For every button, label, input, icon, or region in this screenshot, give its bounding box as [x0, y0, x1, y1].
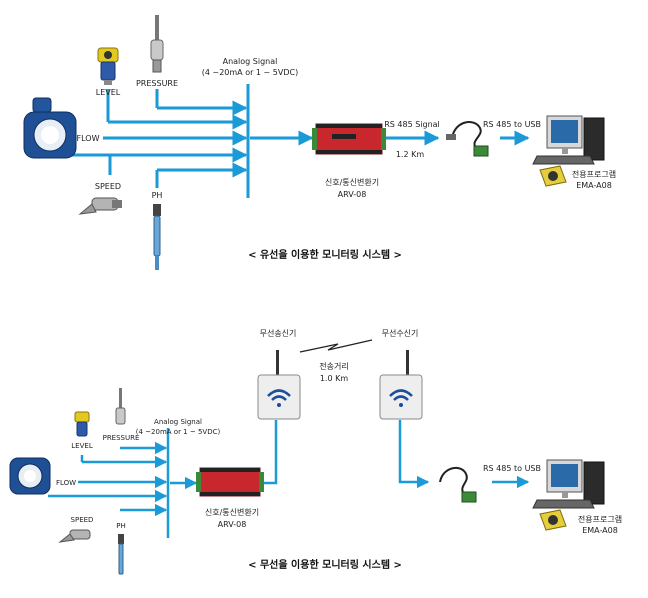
wireless-link-icon: [299, 339, 373, 353]
pressure-label: PRESSURE: [103, 434, 140, 442]
level-label: LEVEL: [71, 442, 93, 450]
transmission-distance-value: 1.0 Km: [320, 374, 349, 383]
transmitter-label: 무선송신기: [260, 329, 297, 338]
program-cd-icon: [539, 509, 567, 531]
pressure-label: PRESSURE: [136, 79, 178, 88]
flow-label: FLOW: [56, 479, 76, 487]
ph-label: PH: [152, 191, 163, 200]
speed-label: SPEED: [95, 182, 121, 191]
converter-model: ARV-08: [218, 520, 247, 529]
computer-icon: [532, 115, 605, 165]
ph-sensor-icon: [118, 534, 124, 575]
level-sensor-icon: [97, 47, 119, 85]
analog-signal-label: Analog Signal: [154, 418, 202, 426]
distance-label: 1.2 Km: [396, 150, 425, 159]
speed-sensor-icon: [78, 197, 122, 215]
receiver-label: 무선수신기: [382, 329, 419, 338]
program-name: 전용프로그램: [572, 169, 616, 179]
wireless-transmitter-icon: [257, 350, 301, 420]
converter-arv08-icon: [196, 467, 264, 497]
wireless-system: LEVEL PRESSURE FLOW SPEED PH Analog Sign…: [9, 329, 622, 575]
wireless-system-caption: < 무선을 이용한 모니터링 시스템 >: [248, 558, 402, 571]
pressure-sensor-icon: [150, 15, 164, 73]
flow-meter-icon: [9, 457, 51, 495]
flow-meter-icon: [23, 97, 77, 159]
wireless-receiver-icon: [379, 350, 423, 420]
level-label: LEVEL: [96, 88, 121, 97]
wireless-signal-lines: [48, 420, 530, 538]
program-model: EMA-A08: [576, 181, 612, 190]
usb-cable-icon: [446, 121, 489, 157]
rs485-signal-label: RS 485 Signal: [384, 120, 440, 129]
rs485-to-usb-label: RS 485 to USB: [483, 464, 541, 473]
wired-system-caption: < 유선을 이용한 모니터링 시스템 >: [248, 248, 402, 261]
usb-cable-icon: [439, 466, 477, 503]
level-sensor-icon: [74, 411, 90, 437]
converter-name: 신호/통신변환기: [205, 507, 259, 517]
transmission-distance-label: 전송거리: [319, 361, 348, 371]
analog-signal-range: (4 ~20mA or 1 ~ 5VDC): [136, 428, 221, 436]
pressure-sensor-icon: [115, 388, 126, 425]
converter-name: 신호/통신변환기: [325, 177, 379, 187]
wired-signal-lines: [60, 84, 530, 198]
flow-label: FLOW: [77, 134, 100, 143]
program-cd-icon: [539, 165, 567, 187]
ph-sensor-icon: [153, 204, 161, 270]
analog-signal-range: (4 ~20mA or 1 ~ 5VDC): [202, 68, 298, 77]
converter-model: ARV-08: [338, 190, 367, 199]
computer-icon: [532, 459, 605, 509]
ph-label: PH: [116, 522, 126, 530]
analog-signal-label: Analog Signal: [223, 57, 278, 66]
program-name: 전용프로그램: [578, 514, 622, 524]
speed-sensor-icon: [58, 529, 91, 543]
rs485-to-usb-label: RS 485 to USB: [483, 120, 541, 129]
wired-system: LEVEL PRESSURE FLOW SPEED PH: [23, 15, 616, 270]
program-model: EMA-A08: [582, 526, 618, 535]
speed-label: SPEED: [71, 516, 94, 524]
converter-arv08-icon: [312, 123, 386, 155]
